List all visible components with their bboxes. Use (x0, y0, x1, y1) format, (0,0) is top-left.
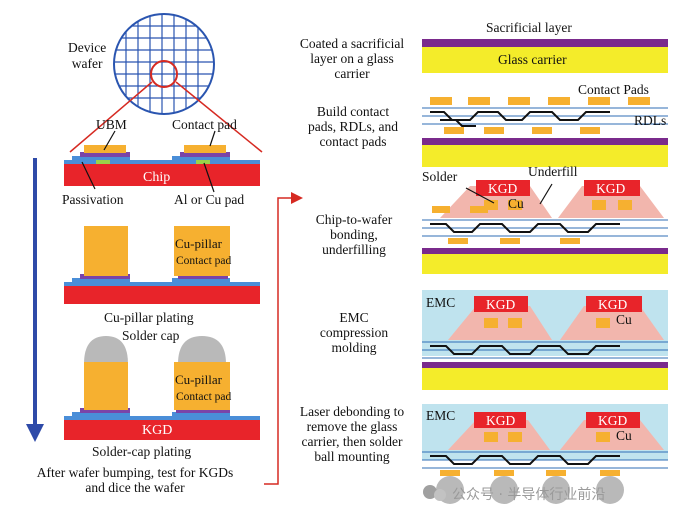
process-arrow-down (26, 158, 44, 442)
kgd-label: KGD (486, 413, 516, 428)
after-bumping-label: After wafer bumping, test for KGDs and d… (36, 465, 234, 495)
contact-pad-label: Contact pad (176, 391, 232, 403)
kgd-label: KGD (596, 181, 626, 196)
cu-pillar-cross-section (64, 226, 260, 304)
zoom-line-left (69, 81, 153, 153)
contact-pad-pointer (209, 130, 216, 147)
step-3-label: Chip-to-wafer bonding, underfilling (315, 212, 393, 257)
device-wafer (113, 13, 215, 115)
step-4-label: EMC compression molding (319, 310, 389, 355)
al-cu-pad-pointer (203, 162, 215, 193)
passivation-label: Passivation (62, 192, 124, 207)
solder-cap-plating-label: Solder-cap plating (92, 444, 192, 459)
kgd-label: KGD (488, 181, 518, 196)
sacrificial-layer-label: Sacrificial layer (486, 20, 572, 35)
passivation-pointer (81, 161, 96, 190)
contact-pad-label: Contact pad (176, 255, 232, 267)
glass-carrier-label: Glass carrier (498, 52, 567, 67)
al-cu-pad-label: Al or Cu pad (174, 192, 245, 207)
emc-label: EMC (426, 295, 456, 310)
kgd-label: KGD (142, 423, 173, 438)
kgd-label: KGD (598, 297, 628, 312)
chip-label: Chip (143, 170, 171, 185)
glass-carrier-stack-1 (422, 39, 668, 73)
step-2-label: Build contact pads, RDLs, and contact pa… (308, 104, 398, 149)
zoom-line-right (175, 81, 263, 153)
cu-label: Cu (616, 428, 632, 443)
step-5-label: Laser debonding to remove the glass carr… (299, 404, 405, 464)
solder-cap-cross-section (64, 336, 260, 440)
contact-pads-label: Contact Pads (578, 82, 649, 97)
chip-to-wafer-stack-3 (422, 180, 668, 274)
connector-arrow (264, 192, 303, 485)
rdls-label: RDLs (634, 113, 667, 128)
ubm-label: UBM (96, 117, 127, 132)
contact-pad-label: Contact pad (172, 117, 237, 132)
device-wafer-label: Device wafer (68, 40, 107, 71)
solder-label: Solder (422, 169, 458, 184)
wechat-icon (423, 485, 446, 501)
emc-molding-stack-4 (422, 290, 668, 390)
kgd-label: KGD (486, 297, 516, 312)
cu-pillar-label: Cu-pillar (175, 236, 222, 251)
cu-pillar-plating-label: Cu-pillar plating (104, 310, 194, 325)
kgd-label: KGD (598, 413, 628, 428)
rdl-stack-2 (422, 97, 668, 167)
solder-cap-label: Solder cap (122, 328, 180, 343)
cu-label: Cu (508, 196, 524, 211)
watermark-text: 公众号 · 半导体行业前沿 (452, 487, 606, 503)
emc-label: EMC (426, 408, 456, 423)
underfill-label: Underfill (528, 164, 578, 179)
underfill-pointer (539, 183, 553, 205)
cu-pillar-label: Cu-pillar (175, 372, 222, 387)
step-1-label: Coated a sacrificial layer on a glass ca… (299, 36, 405, 81)
cu-label: Cu (616, 312, 632, 327)
ubm-pointer (103, 130, 116, 151)
solder-pointer (465, 187, 495, 204)
